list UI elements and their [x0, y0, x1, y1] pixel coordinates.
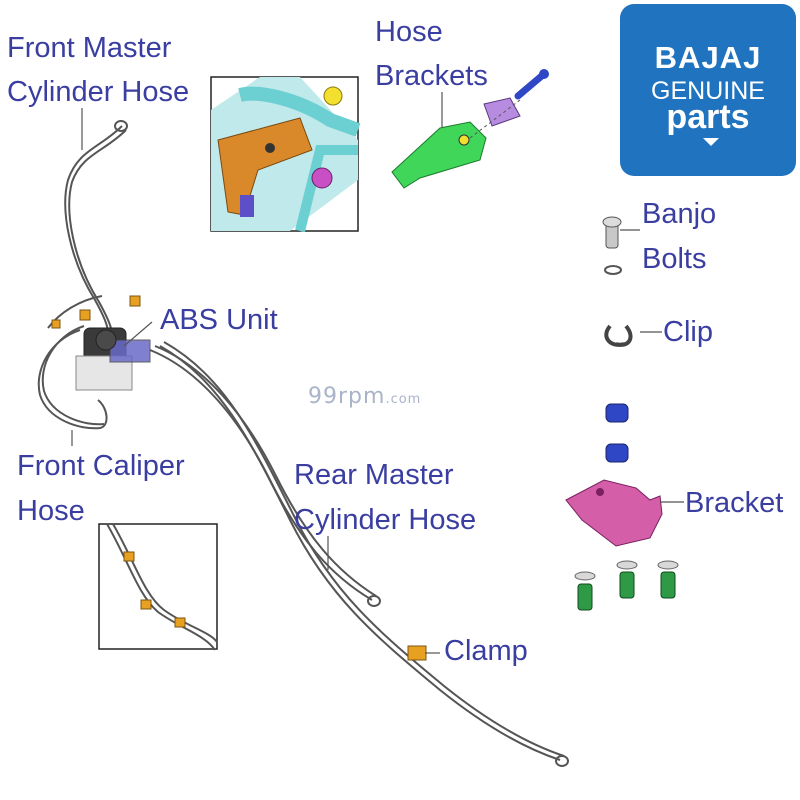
logo-arrow-icon: [703, 138, 719, 146]
pink-bracket-part: [565, 479, 663, 547]
label-rear-master-line2: Cylinder Hose: [294, 504, 477, 536]
label-hose-brackets-line1: Hose: [375, 16, 443, 48]
hose-clamp-inset: [98, 523, 218, 651]
hose-brackets-part: [391, 69, 549, 189]
label-clamp: Clamp: [444, 635, 528, 667]
clip-part: [604, 324, 633, 347]
logo-parts: parts: [666, 98, 750, 136]
blue-bolts-part: [605, 403, 629, 463]
watermark-main: 99rpm: [308, 384, 386, 409]
label-front-master-line1: Front Master: [7, 32, 172, 64]
hose-clamp-marks: [51, 295, 141, 329]
label-banjo-line1: Banjo: [642, 198, 717, 230]
bajaj-genuine-parts-logo: BAJAJ GENUINE parts: [620, 4, 796, 176]
logo-genuine: GENUINE: [651, 77, 765, 105]
abs-unit: [75, 327, 151, 391]
label-clip: Clip: [663, 316, 713, 348]
watermark-suffix: .com: [385, 392, 422, 407]
label-front-caliper-line2: Hose: [17, 495, 85, 527]
long-brake-line: [159, 341, 569, 767]
banjo-bolts-part: [602, 216, 622, 275]
label-front-master-line2: Cylinder Hose: [7, 76, 190, 108]
label-hose-brackets-line2: Brackets: [375, 60, 488, 92]
front-master-cylinder-hose: [64, 120, 128, 343]
label-banjo-line2: Bolts: [642, 243, 707, 275]
label-rear-master-line1: Rear Master: [294, 459, 454, 491]
frame-detail-inset: [210, 76, 361, 233]
label-abs-unit: ABS Unit: [160, 304, 278, 336]
leader-lines: [71, 92, 684, 654]
label-front-caliper-line1: Front Caliper: [17, 450, 185, 482]
label-bracket: Bracket: [685, 487, 784, 519]
logo-brand: BAJAJ: [654, 40, 762, 75]
watermark: 99rpm.com: [308, 384, 421, 409]
green-bolts-part: [574, 560, 679, 611]
